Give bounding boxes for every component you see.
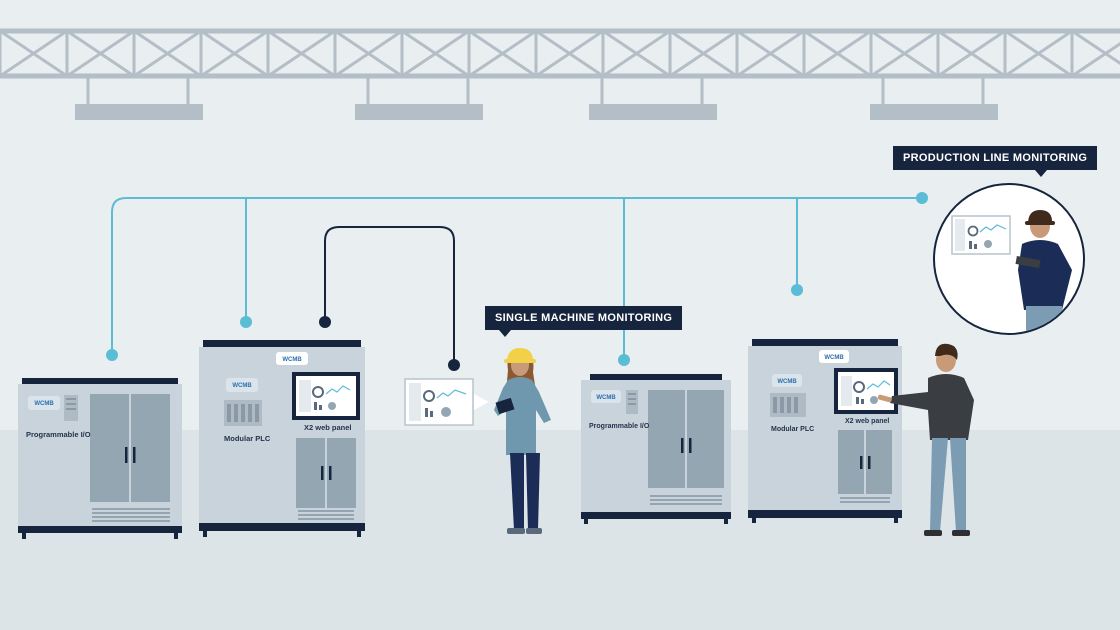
local-node	[448, 359, 460, 371]
machine-label-modular-plc: Modular PLC	[771, 426, 814, 433]
helmet	[507, 348, 533, 361]
truss-brace	[736, 29, 805, 78]
worker-with-tablet	[494, 348, 551, 534]
ceiling-lamp	[355, 78, 483, 120]
wcmb-logo-text: WCMB	[596, 395, 616, 401]
local-node	[319, 316, 331, 328]
machine-label-x2-web-panel: X2 web panel	[845, 418, 889, 425]
wcmb-logo-text: WCMB	[232, 383, 252, 389]
wcmb-logo-text: WCMB	[282, 357, 302, 363]
truss-brace	[334, 29, 403, 78]
wcmb-logo	[226, 378, 258, 392]
machine-label-programmable-io: Programmable I/O	[26, 430, 91, 439]
truss-brace	[267, 29, 336, 78]
truss-brace	[669, 29, 738, 78]
callout-single-machine-monitoring: SINGLE MACHINE MONITORING	[485, 306, 683, 337]
truss-brace	[1071, 29, 1120, 66]
wcmb-logo-text: WCMB	[824, 355, 844, 361]
network-node	[240, 316, 252, 328]
truss-brace	[468, 29, 537, 78]
machine-plc-panel-1: WCMB WCMB	[199, 340, 365, 537]
wcmb-logo	[276, 352, 308, 365]
truss-brace	[1004, 29, 1073, 78]
callout-production-line-monitoring: PRODUCTION LINE MONITORING	[893, 146, 1098, 177]
ceiling-truss	[0, 28, 1120, 79]
machine-programmable-io-1: WCMB	[18, 378, 182, 539]
ceiling-lamps	[75, 78, 998, 120]
remote-monitoring-bubble	[933, 183, 1085, 335]
local-connection	[319, 226, 460, 371]
truss-brace	[535, 29, 604, 78]
machine-plc-panel-2: WCMB WCMB	[748, 339, 902, 523]
machine-label-programmable-io: Programmable I/O	[589, 423, 650, 430]
truss-brace	[602, 29, 671, 78]
truss-brace	[803, 29, 872, 78]
network-node	[916, 192, 928, 204]
truss-brace	[401, 29, 470, 78]
ceiling-lamp	[589, 78, 717, 120]
truss-brace	[200, 29, 269, 78]
machine-programmable-io-2: WCMB	[581, 374, 731, 524]
network-nodes	[106, 192, 928, 366]
network-node	[106, 349, 118, 361]
wcmb-logo	[819, 350, 849, 363]
network-node	[791, 284, 803, 296]
truss-brace	[1071, 41, 1120, 78]
machine-label-modular-plc: Modular PLC	[224, 434, 271, 443]
network-node	[618, 354, 630, 366]
ceiling-lamp	[870, 78, 998, 120]
truss-brace	[133, 29, 202, 78]
wcmb-logo-text: WCMB	[34, 401, 54, 407]
tablet	[495, 397, 515, 415]
truss-brace	[0, 29, 68, 78]
ceiling-lamp	[75, 78, 203, 120]
truss-brace	[870, 29, 939, 78]
wcmb-logo	[591, 390, 621, 403]
tablet	[1015, 255, 1041, 269]
truss-brace	[66, 29, 135, 78]
wcmb-logo	[28, 396, 60, 410]
floating-hmi-screen	[404, 378, 489, 426]
wcmb-logo	[772, 374, 802, 387]
truss-brace	[937, 29, 1006, 78]
wcmb-logo-text: WCMB	[777, 379, 797, 385]
worker-touching-panel	[877, 343, 974, 536]
network-bus	[111, 197, 922, 360]
machine-label-x2-web-panel: X2 web panel	[304, 423, 352, 432]
